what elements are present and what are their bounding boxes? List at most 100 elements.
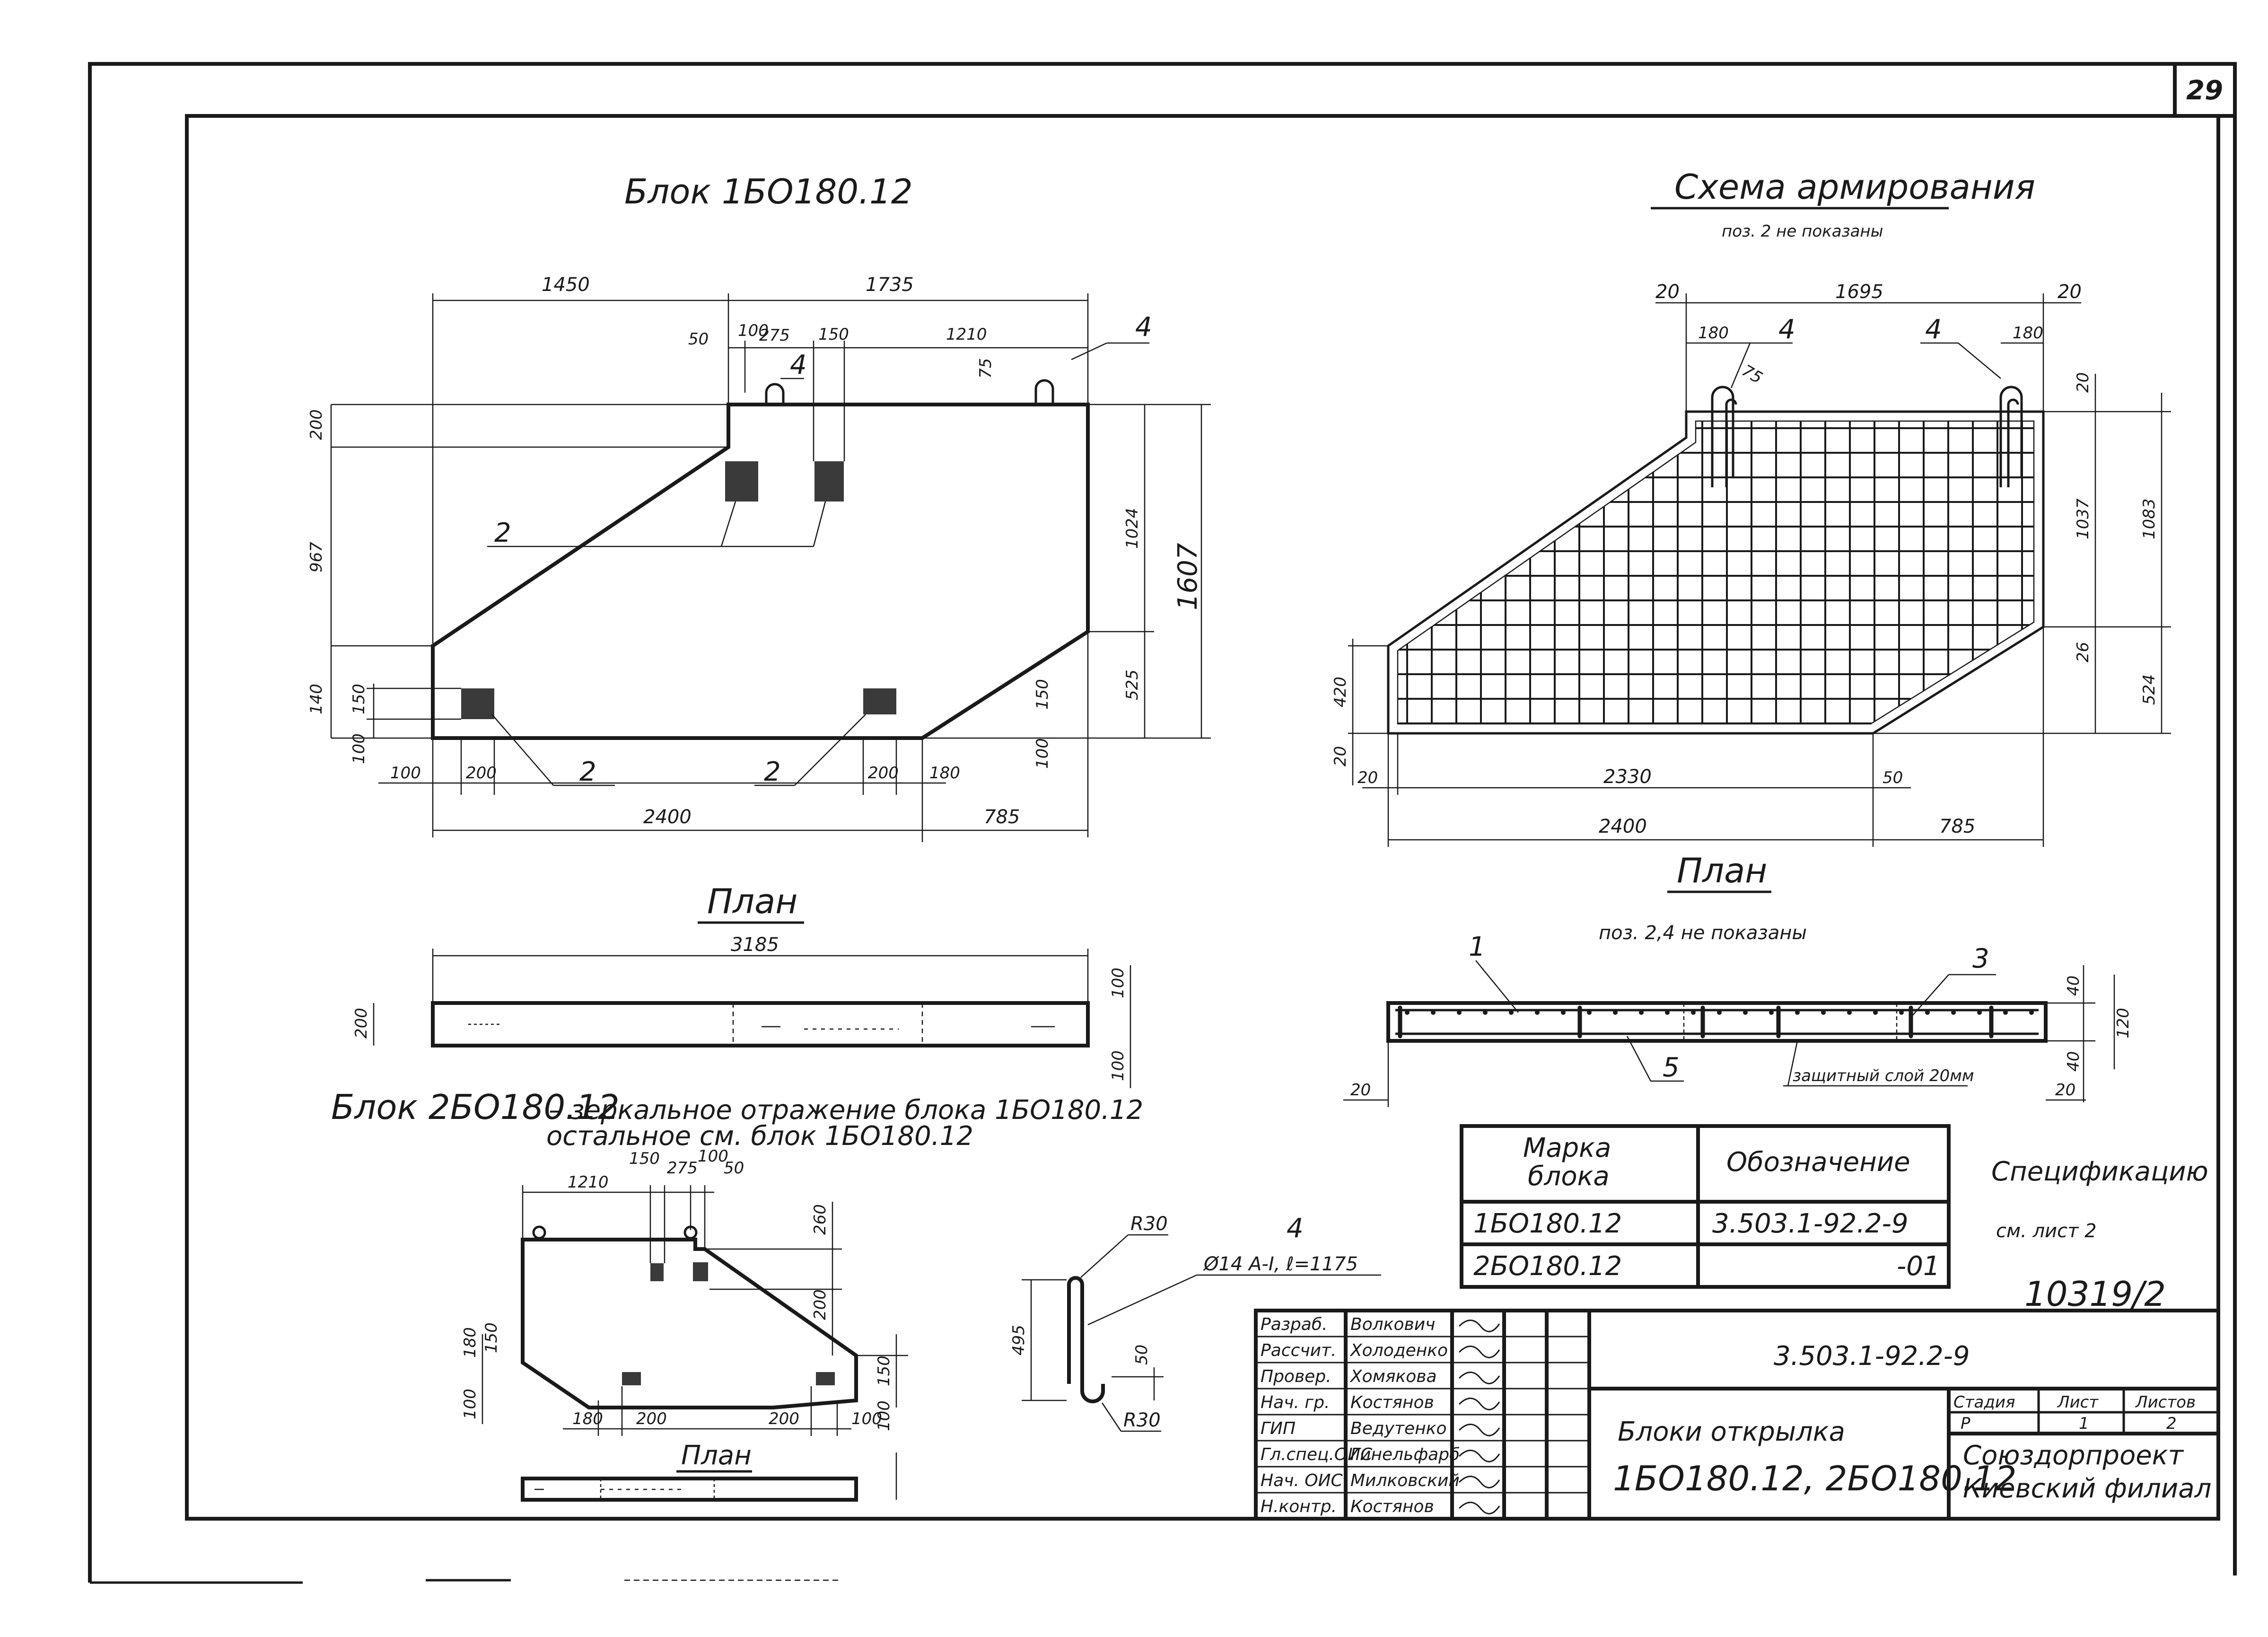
tb-signature-0 (1458, 1320, 1500, 1332)
bar-r30-top: R30 (1130, 1213, 1168, 1235)
mark-row1-mark: 1БО180.12 (1473, 1208, 1622, 1239)
plan-dim-100-bottom: 100 (1109, 1050, 1128, 1081)
plan-rebar-dot-13 (1743, 1010, 1748, 1015)
tb-person-0: Волкович (1350, 1315, 1435, 1334)
rf-callout-1: 1 (1469, 932, 1486, 962)
bar-r30-bottom: R30 (1123, 1409, 1161, 1431)
block2-plan-outline (521, 1477, 858, 1502)
block1-plan-title: План (707, 881, 797, 921)
bar-detail: R30 4 Ø14 А-I, ℓ=1175 495 50 R30 (1009, 1213, 1381, 1432)
page-number: 29 (2186, 75, 2223, 106)
lifting-loop-right (1034, 379, 1054, 405)
tb-signature-7 (1458, 1502, 1500, 1514)
plan-rebar-dot-24 (2029, 1010, 2034, 1015)
callout-4-right: 4 (1135, 312, 1152, 343)
callout-2-lower-left: 2 (579, 757, 596, 787)
b2-dim-1210: 1210 (568, 1173, 609, 1192)
reinforcement-title: Схема армирования (1674, 167, 2035, 207)
rf-callout-3: 3 (1972, 943, 1989, 974)
reinforcement-view: Схема армирования поз. 2 не показаны 20 … (1331, 167, 2171, 847)
plan-rebar-dot-11 (1691, 1010, 1696, 1015)
tb-person-7: Костянов (1350, 1497, 1434, 1516)
plan-rebar-dot-9 (1639, 1010, 1644, 1015)
rf-dim-50: 50 (1883, 768, 1903, 787)
dim-200-bottom-left: 200 (466, 764, 497, 783)
rf-plan-dim-20-left: 20 (1350, 1081, 1371, 1100)
tb-signature-1 (1458, 1346, 1500, 1358)
dim-785: 785 (984, 806, 1020, 828)
dim-200-left: 200 (307, 409, 326, 440)
dim-140: 140 (307, 684, 326, 714)
block2-desc-1: – зеркальное отражение блока 1БО180.12 (549, 1095, 1143, 1126)
tb-sheet-label: Лист (2057, 1393, 2099, 1412)
tb-signature-5 (1458, 1450, 1500, 1462)
tb-role-0: Разраб. (1261, 1315, 1327, 1334)
rf-dim-2400: 2400 (1599, 816, 1647, 837)
bar-dim-50: 50 (1132, 1345, 1151, 1365)
rf-plan-outline (1386, 1001, 2048, 1043)
mark-header-1-line2: блока (1528, 1161, 1610, 1192)
bar-label-spec: Ø14 А-I, ℓ=1175 (1203, 1253, 1358, 1275)
block2-outline (521, 1238, 858, 1409)
tb-signature-6 (1458, 1476, 1500, 1488)
plan-rebar-dot-12 (1717, 1010, 1722, 1015)
tb-person-3: Костянов (1350, 1393, 1434, 1412)
b2-dim-200-bottom: 200 (769, 1409, 799, 1428)
rf-dim-420: 420 (1331, 677, 1350, 707)
dim-1607: 1607 (1173, 543, 1203, 610)
b2-dim-100-left: 100 (461, 1389, 480, 1419)
embed-top-right (814, 461, 844, 502)
tb-signature-4 (1458, 1424, 1500, 1436)
rf-plan-title: План (1677, 851, 1767, 890)
mark-row2-mark: 2БО180.12 (1473, 1251, 1622, 1282)
tb-person-1: Холоденко (1349, 1341, 1448, 1360)
rf-plan-dim-40-bottom: 40 (2064, 1051, 2083, 1072)
bar-label-4: 4 (1287, 1213, 1304, 1244)
rf-dim-20-right: 20 (2074, 372, 2093, 393)
mesh-grid (1398, 421, 2034, 724)
dim-1024: 1024 (1123, 508, 1142, 549)
block2-title: Блок 2БО180.12 (331, 1087, 620, 1127)
mark-header-2: Обозначение (1726, 1147, 1910, 1178)
dim-3185: 3185 (731, 934, 779, 956)
block2-view: Блок 2БО180.12 – зеркальное отражение бл… (331, 1087, 1143, 1502)
plan-rebar-dot-8 (1613, 1010, 1618, 1015)
tb-person-2: Хомякова (1349, 1367, 1437, 1386)
dim-525: 525 (1123, 669, 1142, 700)
tb-name-line2: 1БО180.12, 2БО180.12 (1613, 1459, 2016, 1498)
tb-role-5: Гл.спец.ОИС (1261, 1445, 1373, 1464)
title-block: Разраб.ВолковичРассчит.ХолоденкоПровер.Х… (1254, 1309, 2220, 1521)
loop-left (1711, 386, 1734, 487)
b2-dim-200-left: 200 (636, 1409, 667, 1428)
plan-rebar-dot-23 (2003, 1010, 2008, 1015)
rf-plan-rebars (1398, 1005, 2034, 1039)
rf-callout-5: 5 (1663, 1052, 1680, 1083)
rf-dim-180-left: 180 (1698, 324, 1729, 343)
dim-100-left: 100 (350, 733, 368, 764)
block1-plan: План 3185 200 100 100 (352, 881, 1131, 1088)
reinforcement-note: поз. 2 не показаны (1722, 222, 1883, 241)
rf-dim-180-right: 180 (2013, 324, 2043, 343)
block1-title: Блок 1БО180.12 (624, 172, 913, 211)
plan-rebar-dot-19 (1899, 1010, 1904, 1015)
b2-dim-180-side: 180 (461, 1327, 480, 1358)
b2-dim-200-right: 200 (811, 1289, 830, 1320)
dim-967: 967 (307, 542, 326, 572)
plan-rebar-dot-14 (1769, 1010, 1774, 1015)
plan-rebar-dot-21 (1951, 1010, 1956, 1015)
plan-rebar-dot-1 (1431, 1010, 1436, 1015)
dim-275: 275 (759, 326, 790, 345)
plan-rebar-dot-0 (1405, 1010, 1410, 1015)
plan-rebar-dot-5 (1535, 1010, 1540, 1015)
dim-100: 100 (738, 321, 769, 340)
plan-rebar-dot-6 (1561, 1010, 1566, 1015)
rf-dim-20-top-left: 20 (1655, 281, 1680, 303)
dim-100-bottom: 100 (390, 764, 421, 783)
callout-2-upper: 2 (494, 518, 511, 548)
rf-plan-dim-20-right: 20 (2055, 1081, 2075, 1100)
tb-org-line2: Киевский филиал (1963, 1473, 2211, 1504)
rf-plan-dim-120: 120 (2114, 1008, 2133, 1039)
dim-150-left: 150 (350, 684, 368, 714)
dim-1210: 1210 (946, 325, 987, 344)
